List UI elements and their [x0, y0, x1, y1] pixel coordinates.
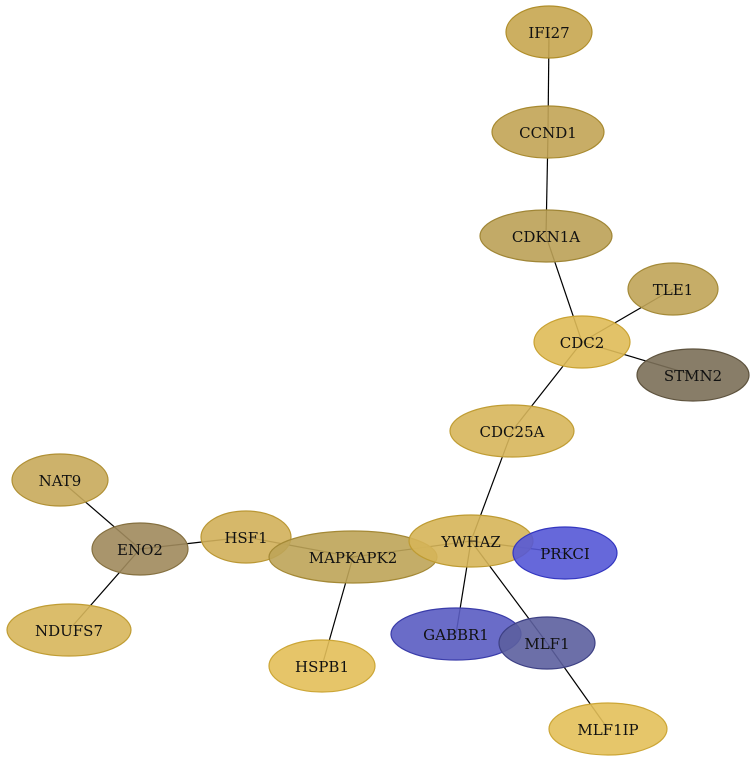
- node-mlf1-label: MLF1: [524, 635, 569, 653]
- node-mlf1ip-ellipse: [548, 702, 668, 756]
- node-hspb1[interactable]: HSPB1: [268, 639, 376, 693]
- node-mapkapk2-label: MAPKAPK2: [309, 549, 398, 567]
- node-prkci-ellipse: [512, 526, 618, 580]
- node-tle1-ellipse: [627, 262, 719, 316]
- node-ccnd1-label: CCND1: [519, 124, 577, 142]
- node-prkci-label: PRKCI: [540, 545, 590, 563]
- node-ifi27-label: IFI27: [528, 24, 569, 42]
- node-hsf1[interactable]: HSF1: [200, 510, 292, 564]
- node-stmn2[interactable]: STMN2: [636, 348, 750, 402]
- node-ndufs7-label: NDUFS7: [35, 622, 103, 640]
- node-cdc25a-ellipse: [449, 404, 575, 458]
- node-cdkn1a-label: CDKN1A: [512, 228, 580, 246]
- node-cdc25a[interactable]: CDC25A: [449, 404, 575, 458]
- node-nat9-ellipse: [11, 453, 109, 507]
- node-cdc2-label: CDC2: [560, 334, 605, 352]
- node-ywhaz[interactable]: YWHAZ: [408, 514, 534, 568]
- node-hspb1-ellipse: [268, 639, 376, 693]
- node-cdc25a-label: CDC25A: [480, 423, 545, 441]
- node-nat9[interactable]: NAT9: [11, 453, 109, 507]
- node-hsf1-label: HSF1: [224, 529, 267, 547]
- node-cdkn1a[interactable]: CDKN1A: [479, 209, 613, 263]
- node-gabbr1[interactable]: GABBR1: [390, 607, 522, 661]
- node-ywhaz-label: YWHAZ: [440, 533, 501, 551]
- node-gabbr1-label: GABBR1: [423, 626, 489, 644]
- node-ifi27[interactable]: IFI27: [505, 5, 593, 59]
- node-cdc2-ellipse: [533, 315, 631, 369]
- node-ccnd1-ellipse: [491, 105, 605, 159]
- node-prkci[interactable]: PRKCI: [512, 526, 618, 580]
- node-hsf1-ellipse: [200, 510, 292, 564]
- node-mapkapk2[interactable]: MAPKAPK2: [268, 530, 438, 584]
- node-tle1[interactable]: TLE1: [627, 262, 719, 316]
- node-ccnd1[interactable]: CCND1: [491, 105, 605, 159]
- node-hspb1-label: HSPB1: [295, 658, 349, 676]
- node-ndufs7-ellipse: [6, 603, 132, 657]
- node-ifi27-ellipse: [505, 5, 593, 59]
- node-cdc2[interactable]: CDC2: [533, 315, 631, 369]
- node-mlf1ip[interactable]: MLF1IP: [548, 702, 668, 756]
- node-tle1-label: TLE1: [653, 281, 693, 299]
- node-eno2[interactable]: ENO2: [91, 522, 189, 576]
- node-mlf1[interactable]: MLF1: [498, 616, 596, 670]
- node-stmn2-label: STMN2: [664, 367, 722, 385]
- node-cdkn1a-ellipse: [479, 209, 613, 263]
- node-nat9-label: NAT9: [39, 472, 82, 490]
- node-eno2-ellipse: [91, 522, 189, 576]
- node-mlf1ip-label: MLF1IP: [577, 721, 638, 739]
- node-eno2-label: ENO2: [117, 541, 163, 559]
- node-ndufs7[interactable]: NDUFS7: [6, 603, 132, 657]
- node-stmn2-ellipse: [636, 348, 750, 402]
- node-mlf1-ellipse: [498, 616, 596, 670]
